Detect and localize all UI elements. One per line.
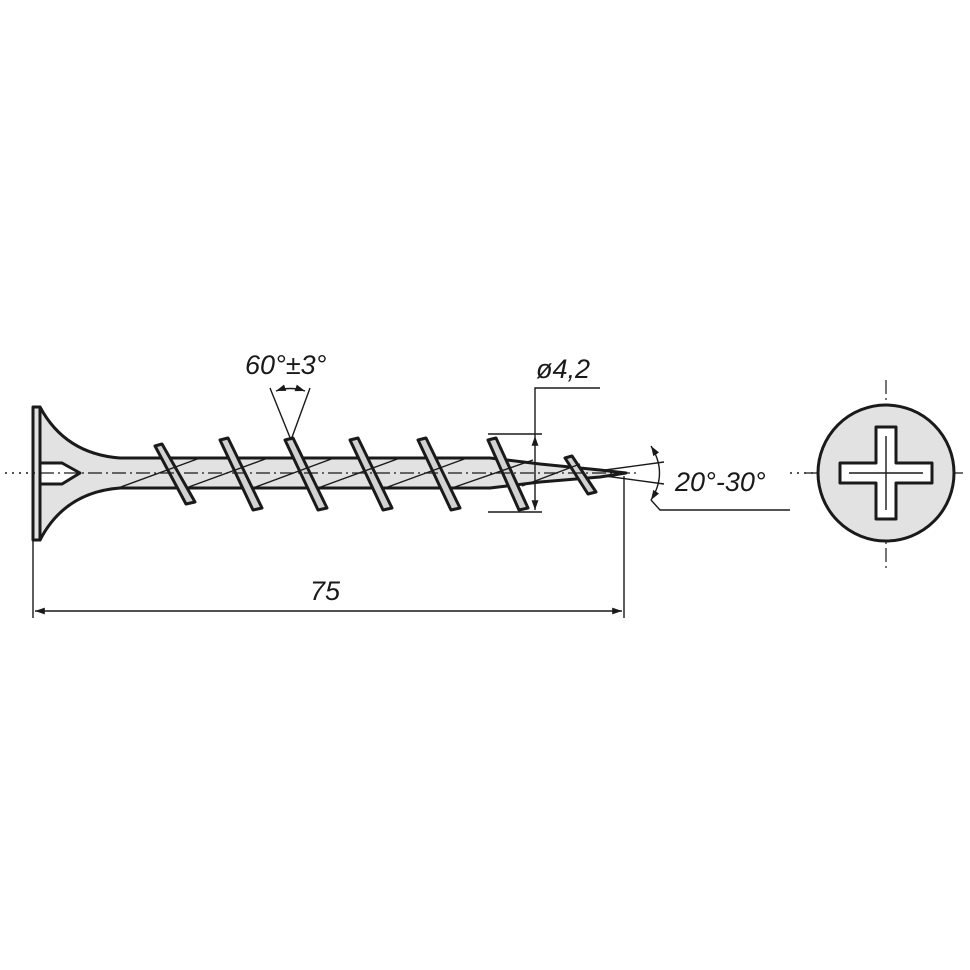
thread-flight <box>486 436 530 512</box>
head-end-view <box>805 380 965 570</box>
diameter-leader <box>534 387 600 436</box>
thread-angle-dimension: 60°±3° <box>245 350 327 441</box>
diameter-label: ø4,2 <box>536 354 590 384</box>
diameter-dimension: ø4,2 <box>488 354 600 513</box>
tip-angle-label: 20°-30° <box>674 467 766 497</box>
thread-flight <box>218 436 264 512</box>
thread-flight <box>348 436 394 512</box>
tip-angle-leader <box>650 499 790 511</box>
thread-flight <box>153 442 197 506</box>
thread-angle-label: 60°±3° <box>245 350 327 380</box>
thread-flight <box>563 454 598 496</box>
thread-angle-arc <box>275 384 306 392</box>
length-dimension: 75 <box>32 476 625 618</box>
thread-flights <box>153 436 598 512</box>
tip-angle-arc <box>650 445 661 501</box>
tip-angle-dimension: 20°-30° <box>604 445 790 511</box>
thread-flight <box>416 436 462 512</box>
length-label: 75 <box>310 576 341 606</box>
